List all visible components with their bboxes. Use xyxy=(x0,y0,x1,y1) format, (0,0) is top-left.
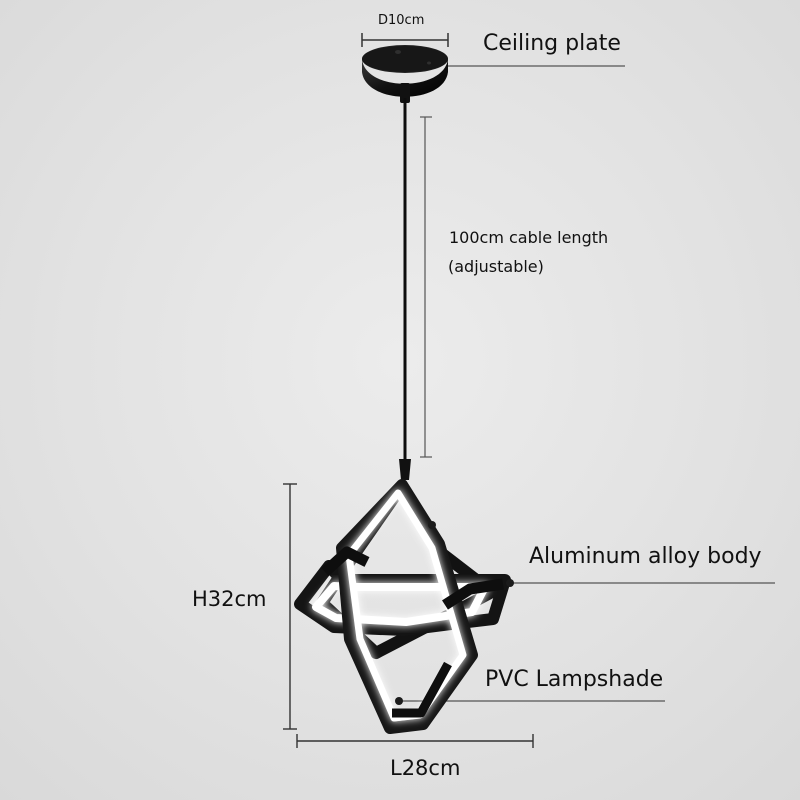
height-label: H32cm xyxy=(192,587,267,611)
cable-adjustable-label: (adjustable) xyxy=(448,257,544,276)
ceiling-plate xyxy=(362,45,448,103)
ceiling-width-label: D10cm xyxy=(378,13,425,28)
length-dimension xyxy=(296,734,534,748)
height-dimension xyxy=(283,483,297,730)
ceiling-plate-label: Ceiling plate xyxy=(483,31,621,56)
ceiling-width-dimension xyxy=(361,33,449,47)
cable-connector xyxy=(399,459,411,480)
light-fixture xyxy=(294,479,514,734)
body-material-label: Aluminum alloy body xyxy=(529,544,762,569)
lampshade-label: PVC Lampshade xyxy=(485,667,664,692)
length-label: L28cm xyxy=(390,756,461,780)
cable-length-label: 100cm cable length xyxy=(449,228,609,247)
